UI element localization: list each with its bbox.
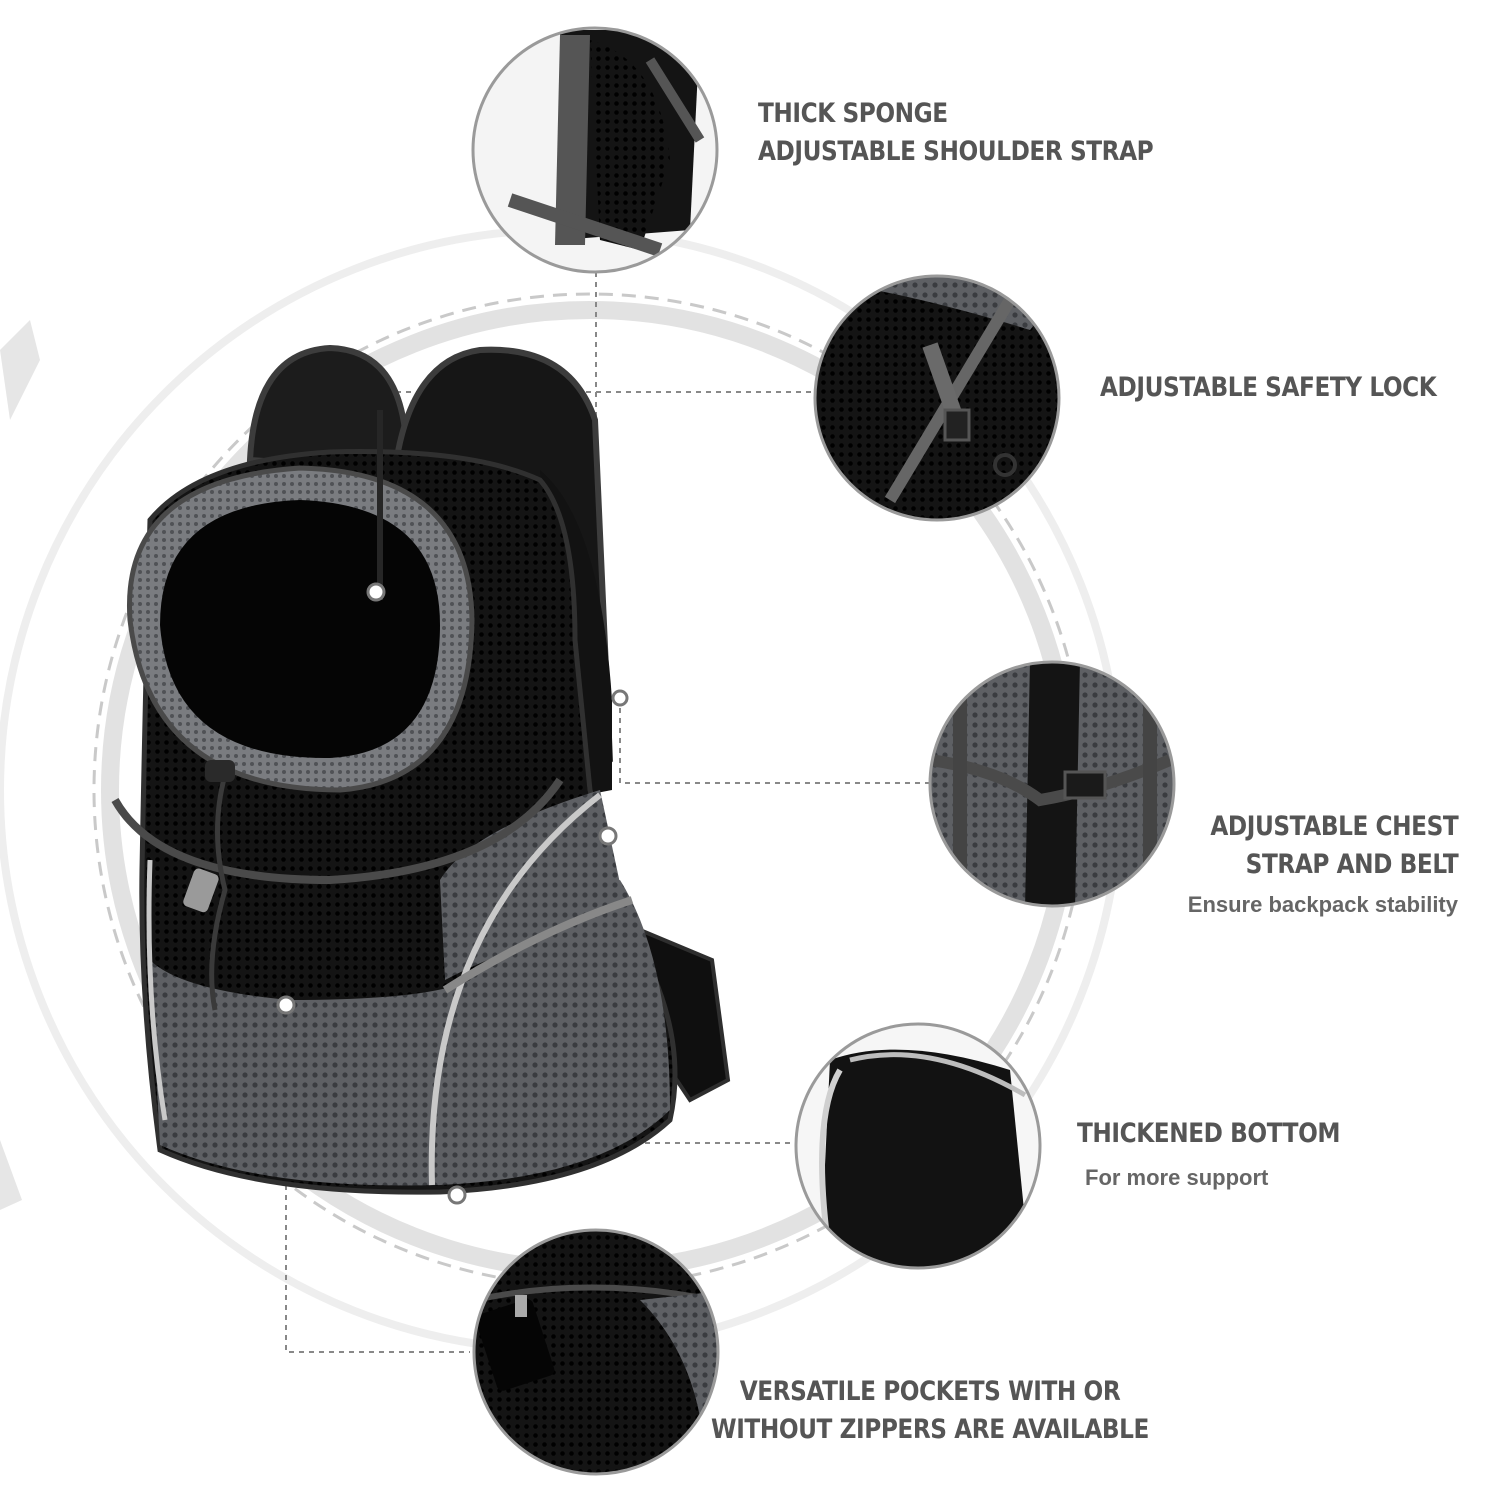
feature-title-line: VERSATILE POCKETS WITH OR — [739, 1376, 1121, 1407]
feature-title-pockets: VERSATILE POCKETS WITH OR WITHOUT ZIPPER… — [672, 1373, 1188, 1449]
connector-dots — [276, 582, 629, 1205]
chest-strap-detail-photo — [928, 660, 1176, 908]
feature-title-line: STRAP AND BELT — [1245, 849, 1458, 880]
feature-title-line: THICKENED BOTTOM — [1077, 1118, 1341, 1149]
feature-title-bottom: THICKENED BOTTOM — [1077, 1115, 1341, 1153]
feature-title-line: ADJUSTABLE CHEST — [1210, 811, 1458, 842]
feature-title-shoulder-strap: THICK SPONGE ADJUSTABLE SHOULDER STRAP — [758, 95, 1154, 171]
feature-title-line: WITHOUT ZIPPERS ARE AVAILABLE — [711, 1414, 1149, 1445]
backpack-product-photo — [111, 344, 731, 1195]
pocket-detail-photo — [472, 1228, 720, 1476]
feature-title-line: ADJUSTABLE SAFETY LOCK — [1100, 372, 1437, 403]
shoulder-strap-detail-photo — [471, 26, 719, 274]
feature-subtitle-chest-strap: Ensure backpack stability — [1187, 892, 1458, 917]
feature-title-line: THICK SPONGE — [758, 98, 948, 129]
bottom-detail-photo — [794, 1022, 1042, 1270]
feature-title-line: ADJUSTABLE SHOULDER STRAP — [758, 136, 1154, 167]
feature-title-safety-lock: ADJUSTABLE SAFETY LOCK — [1100, 369, 1437, 407]
safety-lock-detail-photo — [813, 274, 1061, 522]
feature-title-chest-strap: ADJUSTABLE CHEST STRAP AND BELT — [1210, 808, 1458, 884]
feature-subtitle-bottom: For more support — [1085, 1165, 1269, 1190]
